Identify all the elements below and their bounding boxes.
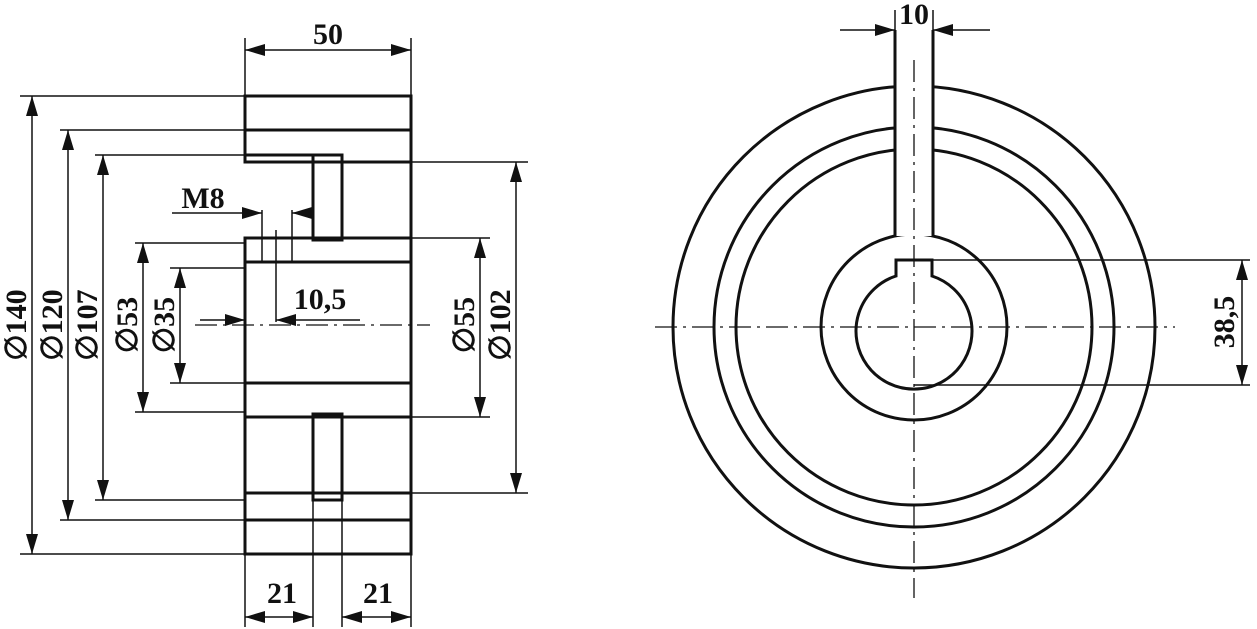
dim-hub-left: 21 — [267, 577, 297, 610]
rim-top — [243, 128, 413, 164]
dim-d55: ∅55 — [448, 297, 481, 353]
hub-top — [243, 236, 413, 264]
hub-bottom — [243, 381, 413, 419]
dim-d107: ∅107 — [71, 289, 104, 360]
dim-width-total: 50 — [313, 18, 343, 51]
extension-lines-left — [20, 38, 528, 627]
section-view — [195, 94, 430, 556]
web-bottom — [311, 412, 344, 502]
front-view — [655, 10, 1250, 598]
dim-thread: M8 — [181, 182, 224, 215]
dim-d35: ∅35 — [148, 297, 181, 353]
dim-d53: ∅53 — [111, 297, 144, 353]
dimension-labels-right: 10 38,5 — [899, 0, 1241, 348]
dim-hub-right: 21 — [363, 577, 393, 610]
dimension-labels-left: 50 M8 10,5 21 21 ∅140 ∅120 ∅107 ∅53 ∅35 … — [0, 18, 517, 610]
bore-with-keyway — [854, 258, 974, 391]
rim-bottom — [243, 491, 413, 522]
dim-d120: ∅120 — [36, 289, 69, 360]
tyre-bottom — [243, 518, 413, 556]
dim-d140: ∅140 — [0, 289, 33, 360]
dim-thread-offset: 10,5 — [294, 283, 347, 316]
tyre-top — [243, 94, 413, 132]
dim-d102: ∅102 — [484, 289, 517, 360]
web-top — [311, 153, 344, 242]
dim-slot-width: 10 — [899, 0, 929, 31]
dimension-lines-left — [26, 44, 522, 623]
dim-key-depth: 38,5 — [1208, 296, 1241, 349]
